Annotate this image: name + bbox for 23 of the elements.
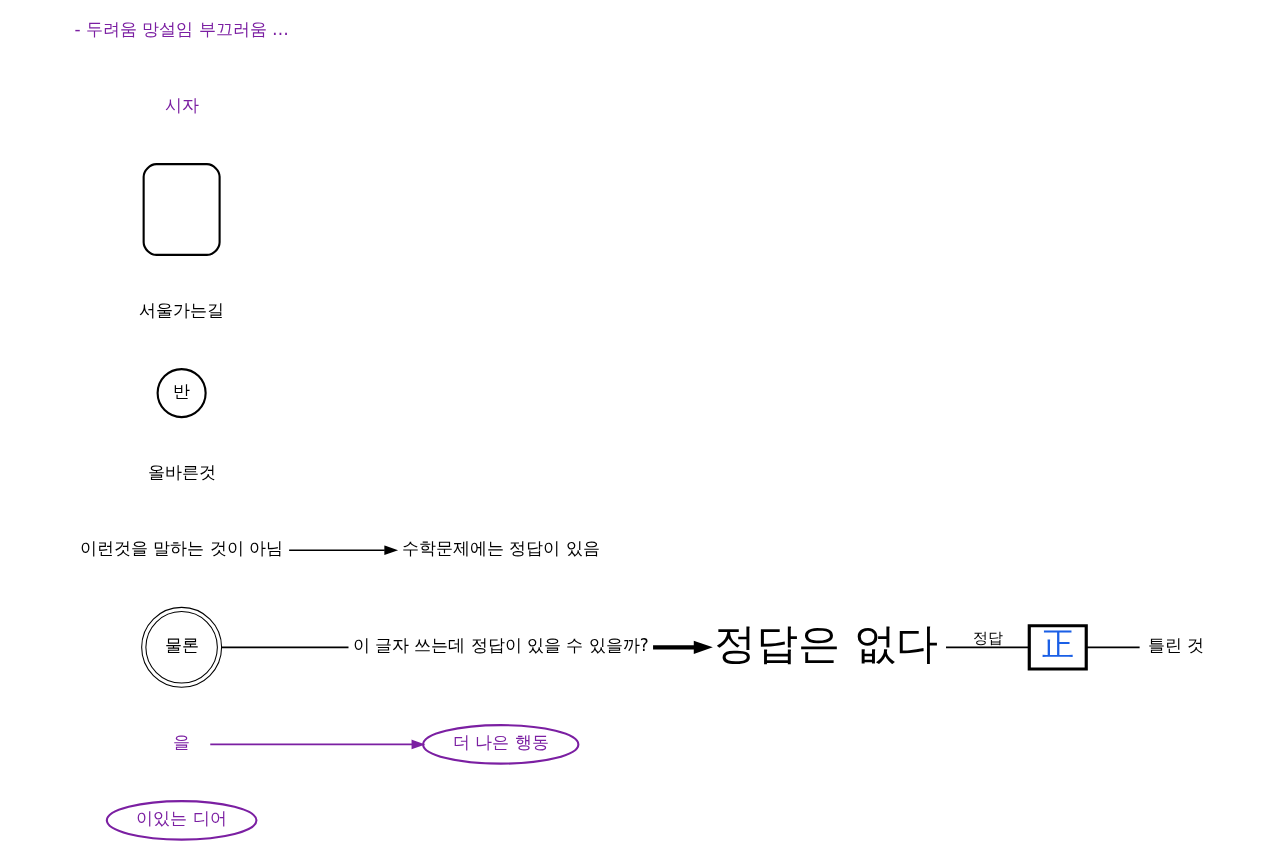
node-text: 올바른것: [147, 462, 216, 483]
node-box: [142, 163, 221, 256]
node-text: 서울가는길: [139, 299, 225, 320]
node-text: 정답은 없다: [714, 618, 938, 668]
node-text: 수학문제에는 정답이 있음: [401, 538, 600, 559]
node-text: 틀린 것: [1147, 635, 1205, 656]
node-ellipse: 더 나은 행동: [422, 724, 580, 765]
edge-label: 정답: [972, 629, 1003, 647]
connector: [945, 646, 1030, 649]
node-ellipse: 이있는 디어: [105, 800, 258, 841]
arrow: [209, 739, 426, 750]
node-circle: 물론: [141, 606, 223, 688]
node-circle: 반: [156, 368, 207, 419]
connector: [221, 646, 350, 649]
connector: [1085, 646, 1141, 649]
node-text: 이런것을 말하는 것이 아님: [80, 538, 284, 559]
node-box: 正: [1027, 624, 1088, 671]
node-text: 이 글자 쓰는데 정답이 있을 수 있을까?: [352, 635, 649, 656]
arrow: [653, 640, 713, 654]
arrow: [288, 545, 399, 556]
label: 시자: [164, 95, 199, 116]
label: - 두려움 망설임 부끄러움 …: [74, 19, 289, 40]
node-text: 을: [173, 732, 191, 753]
